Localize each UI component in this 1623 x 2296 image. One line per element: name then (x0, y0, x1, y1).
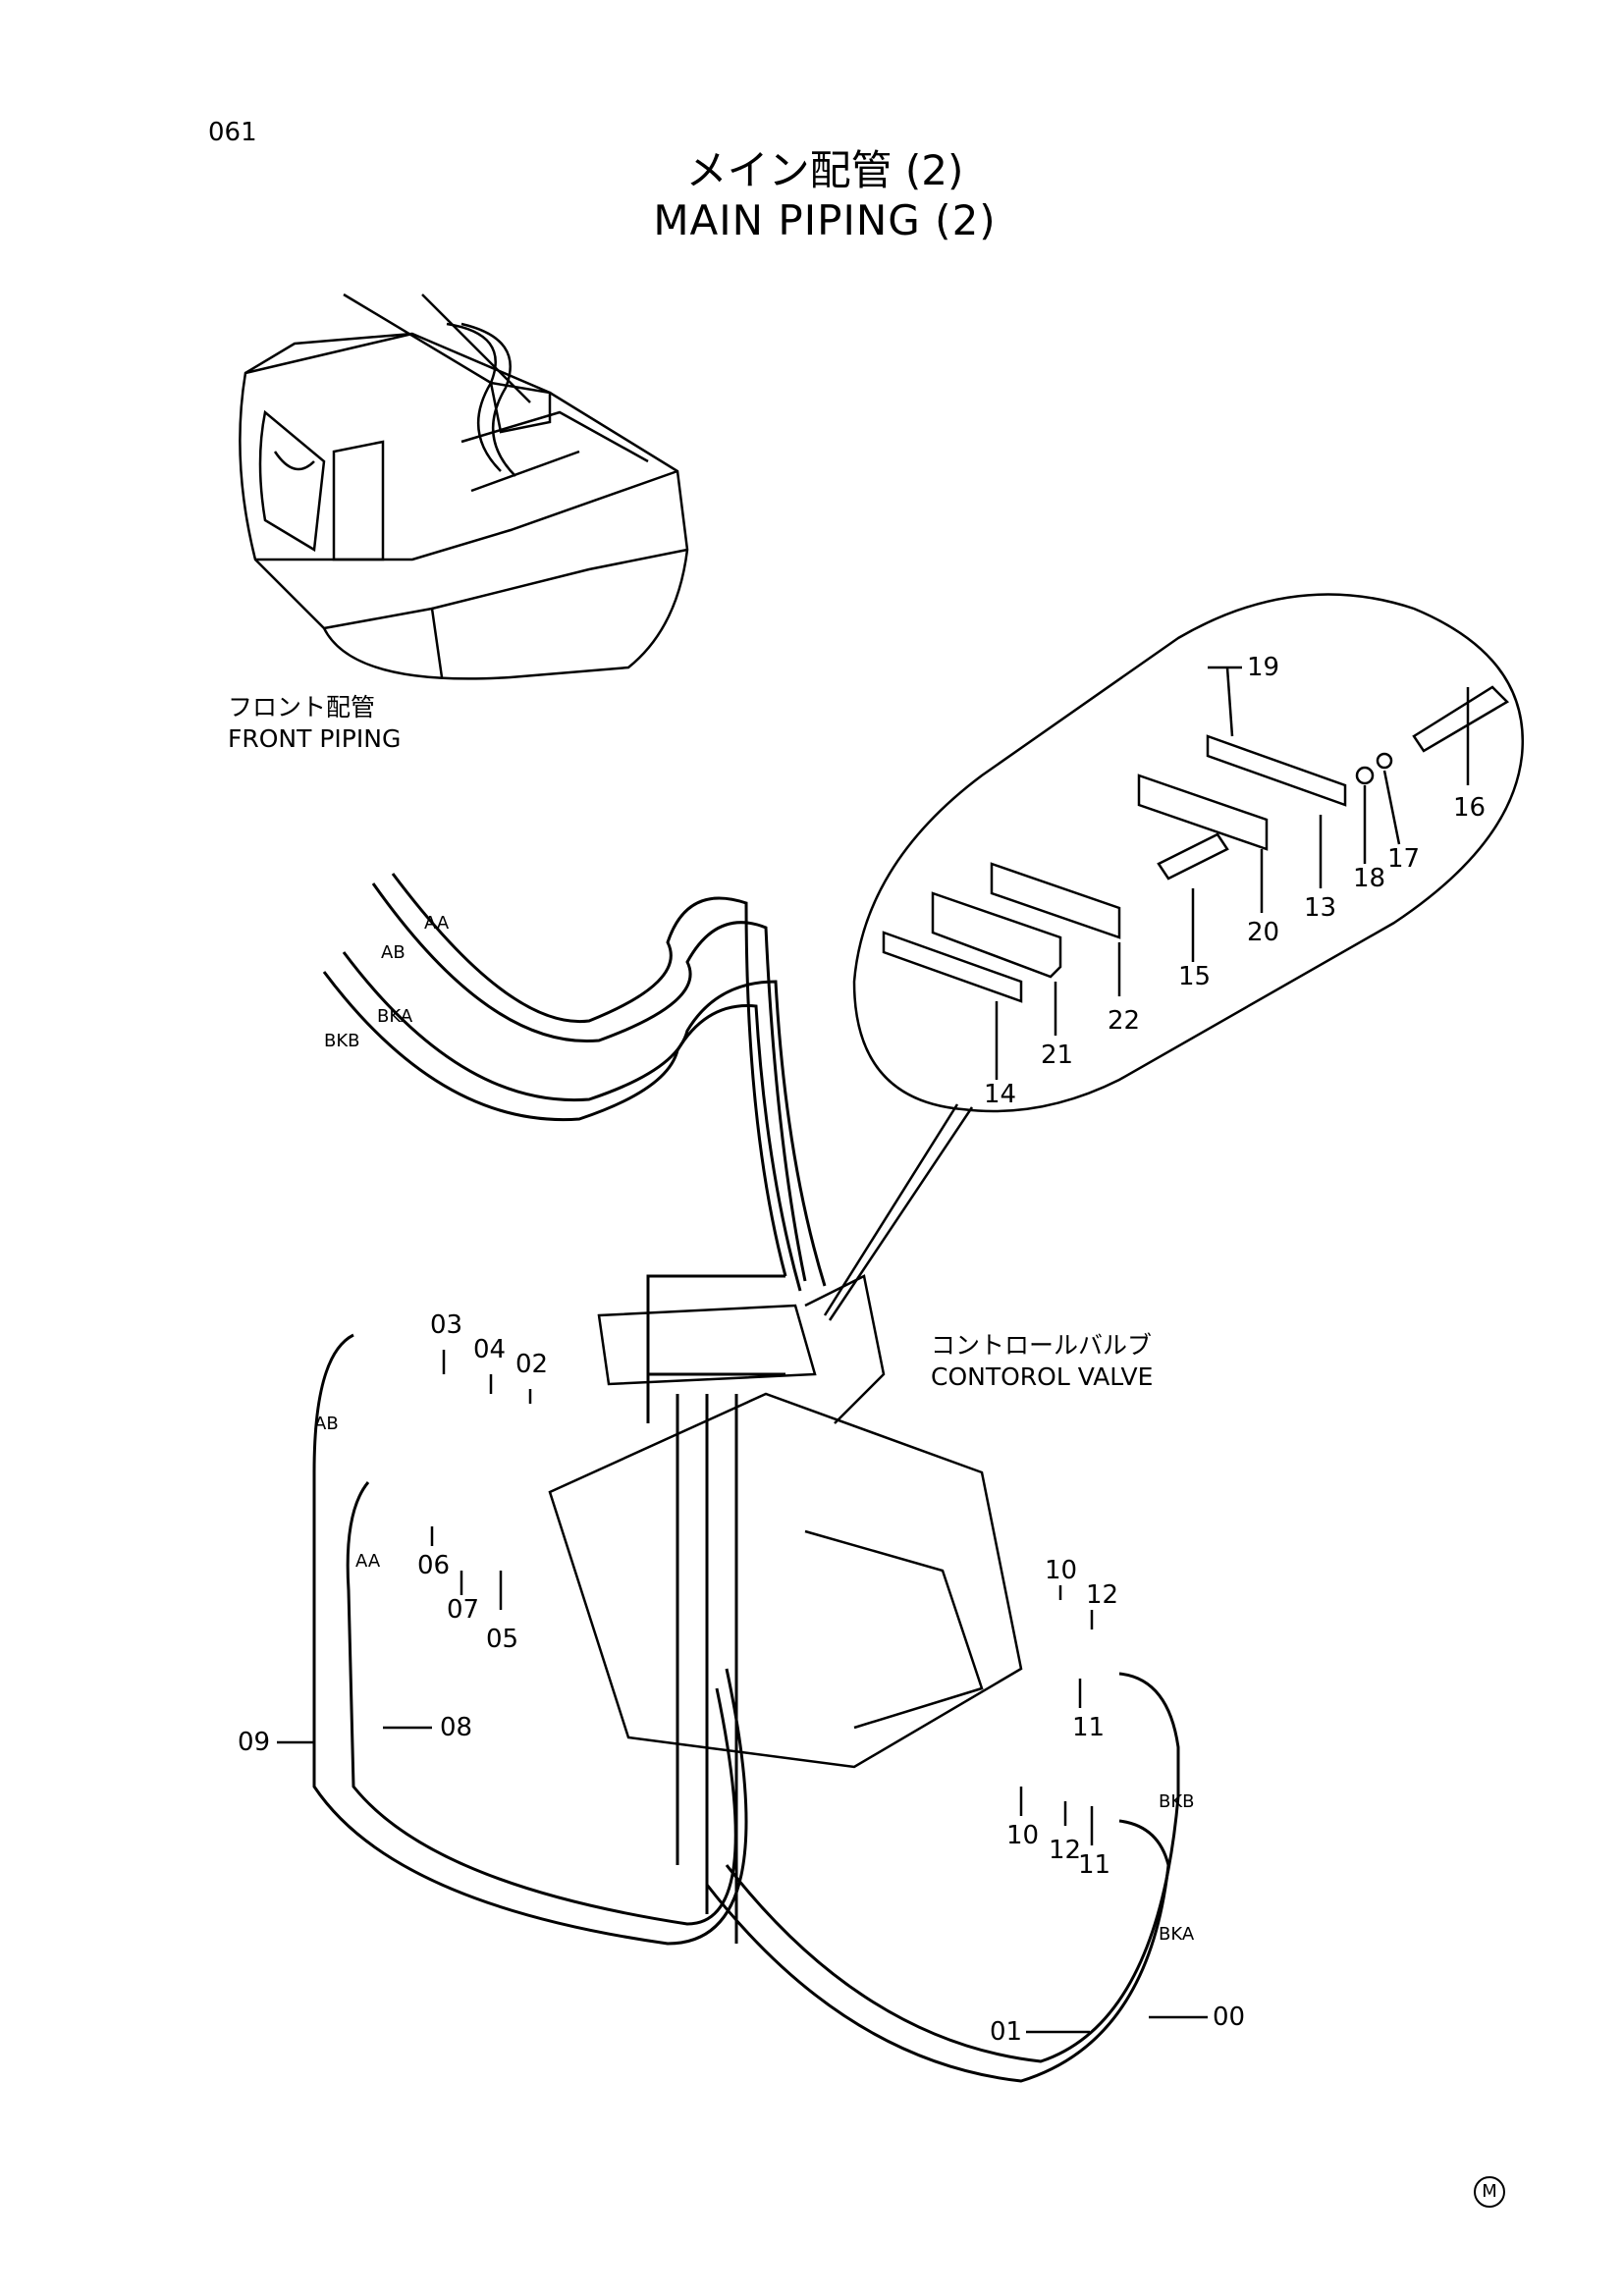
callout-17: 17 (1387, 844, 1421, 874)
lower-hoses (312, 1333, 1180, 2083)
callout-04: 04 (473, 1335, 507, 1364)
front-piping-jp: フロント配管 (228, 693, 376, 721)
callout-06: 06 (417, 1551, 451, 1580)
callout-12-lower: 12 (1049, 1836, 1082, 1865)
callout-08: 08 (440, 1713, 473, 1742)
callout-00: 00 (1213, 2002, 1246, 2032)
detail-bubble (823, 593, 1525, 1321)
control-valve-label: コントロールバルブ CONTOROL VALVE (931, 1330, 1153, 1393)
callout-11-lower: 11 (1078, 1850, 1111, 1880)
page-title-jp: メイン配管 (2) (685, 146, 964, 194)
control-valve-jp: コントロールバルブ (931, 1331, 1153, 1360)
callout-22: 22 (1108, 1006, 1141, 1036)
hose-label-aa-front: AA (424, 913, 450, 934)
corner-mark: M (1474, 2176, 1505, 2208)
callout-01: 01 (990, 2017, 1023, 2047)
leader-lines (277, 666, 1470, 2034)
front-hoses (322, 873, 827, 1944)
callout-21: 21 (1041, 1041, 1074, 1070)
hose-label-bkb-front: BKB (324, 1031, 360, 1051)
callout-16: 16 (1453, 793, 1487, 823)
hose-label-ab-front: AB (381, 942, 406, 963)
page-title-en: MAIN PIPING (2) (653, 196, 997, 244)
callout-03: 03 (430, 1310, 463, 1340)
callout-10-lower: 10 (1006, 1821, 1040, 1850)
hose-label-aa-left: AA (355, 1551, 381, 1572)
callout-18: 18 (1353, 864, 1386, 893)
control-valve-en: CONTOROL VALVE (931, 1362, 1154, 1391)
callout-13: 13 (1304, 893, 1337, 923)
callout-12-upper: 12 (1086, 1580, 1119, 1610)
front-piping-label: フロント配管 FRONT PIPING (228, 692, 401, 755)
callout-10-upper: 10 (1045, 1556, 1078, 1585)
callout-11-upper: 11 (1072, 1713, 1106, 1742)
callout-15: 15 (1178, 962, 1212, 991)
hose-label-bkb-right: BKB (1159, 1791, 1195, 1812)
hose-label-ab-left: AB (314, 1414, 339, 1434)
hose-label-bka-right: BKA (1159, 1924, 1195, 1945)
control-valve-body (548, 1274, 1023, 1769)
hose-label-bka-front: BKA (377, 1006, 413, 1027)
callout-14: 14 (984, 1080, 1017, 1109)
excavator-overview (239, 293, 689, 680)
front-piping-en: FRONT PIPING (228, 724, 402, 753)
callout-19: 19 (1247, 653, 1280, 682)
callout-09: 09 (238, 1728, 271, 1757)
page-number: 061 (208, 118, 257, 147)
callout-02: 02 (515, 1350, 549, 1379)
callout-20: 20 (1247, 918, 1280, 947)
callout-07: 07 (447, 1595, 480, 1625)
callout-05: 05 (486, 1625, 519, 1654)
